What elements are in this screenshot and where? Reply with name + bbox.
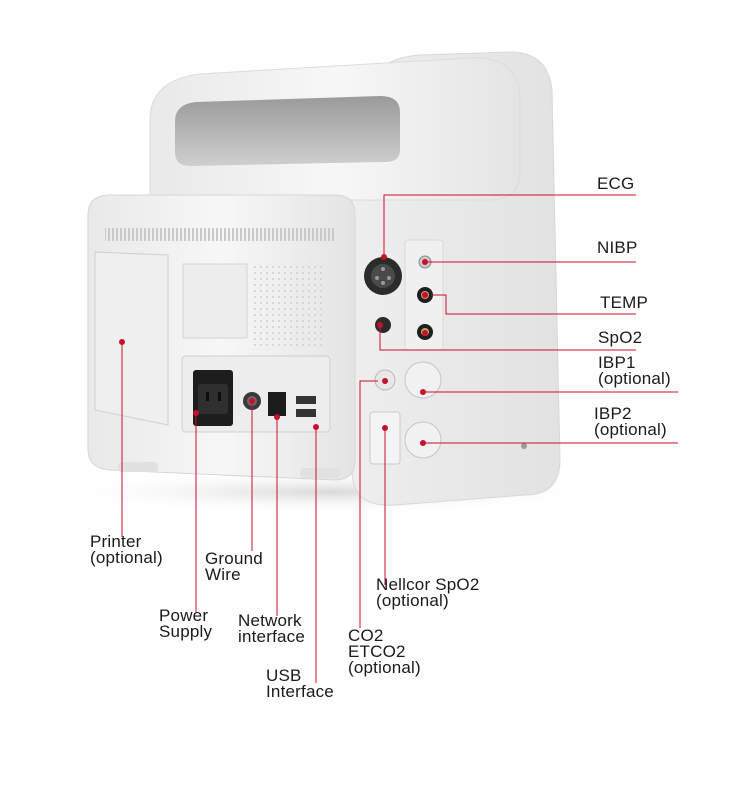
callout-temp (431, 294, 636, 315)
label-ibp1: IBP1 (optional) (598, 353, 671, 388)
foot-left (118, 462, 158, 472)
callout-dots (119, 254, 428, 446)
handle-opening (175, 96, 400, 166)
label-power-supply: Power Supply (159, 606, 213, 641)
label-usb-interface: USB Interface (266, 666, 334, 701)
label-recess (182, 263, 248, 339)
vent-slots (105, 228, 335, 241)
power-socket-inner (198, 384, 228, 414)
label-nellcor-spo2: Nellcor SpO2 (optional) (376, 575, 480, 610)
label-ground-wire: Ground Wire (205, 549, 263, 584)
callout-spo2 (379, 325, 636, 351)
label-ecg: ECG (597, 174, 635, 193)
foot-right (300, 468, 340, 478)
ibp1-connector (404, 361, 442, 399)
label-co2: CO2 ETCO2 (optional) (348, 626, 421, 677)
usb-port-1 (296, 396, 316, 404)
label-network-interface: Network interface (238, 611, 306, 646)
callout-ecg (383, 194, 636, 257)
callout-co2 (359, 380, 378, 628)
label-temp: TEMP (600, 293, 649, 312)
screw-bottom (521, 443, 527, 449)
speaker-grill (250, 262, 325, 348)
label-nibp: NIBP (597, 238, 638, 257)
callout-lines (121, 194, 678, 683)
label-printer: Printer (optional) (90, 532, 163, 567)
usb-port-2 (296, 409, 316, 417)
label-spo2: SpO2 (598, 328, 643, 347)
printer-door (94, 251, 169, 426)
label-ibp2: IBP2 (optional) (594, 404, 667, 439)
network-port (268, 392, 286, 416)
